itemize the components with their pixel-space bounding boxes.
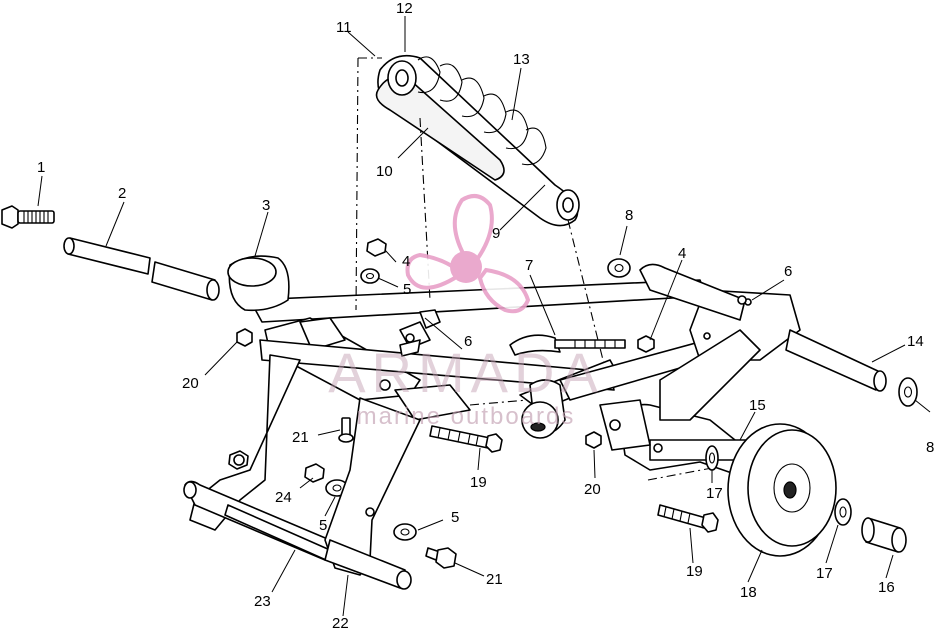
callout-10: 10 bbox=[376, 163, 393, 180]
callout-4-right: 4 bbox=[678, 245, 686, 262]
callout-16: 16 bbox=[878, 579, 895, 596]
lower-arms bbox=[183, 354, 421, 590]
part-19-bolts bbox=[429, 425, 719, 533]
callout-17-right: 17 bbox=[816, 565, 833, 582]
upper-cross-shaft bbox=[249, 279, 707, 323]
callout-21-bottom: 21 bbox=[486, 571, 503, 588]
part-6-screw-right bbox=[737, 295, 747, 305]
shock-absorber bbox=[375, 54, 580, 227]
part-18-wheel bbox=[727, 423, 837, 557]
part-7-hook bbox=[509, 334, 626, 356]
callout-23: 23 bbox=[254, 593, 271, 610]
callout-8-top: 8 bbox=[625, 207, 633, 224]
part-21-bolts bbox=[338, 417, 457, 569]
callout-20-left: 20 bbox=[182, 375, 199, 392]
watermark-brand: ARMADA bbox=[328, 341, 604, 404]
callout-1: 1 bbox=[37, 159, 45, 176]
callout-9: 9 bbox=[492, 225, 500, 242]
nuts bbox=[228, 238, 655, 483]
callout-22: 22 bbox=[332, 615, 349, 629]
callout-6-right: 6 bbox=[784, 263, 792, 280]
callout-13: 13 bbox=[513, 51, 530, 68]
callout-6-center: 6 bbox=[464, 333, 472, 350]
callout-15: 15 bbox=[749, 397, 766, 414]
callout-14: 14 bbox=[907, 333, 924, 350]
callout-5-mid: 5 bbox=[451, 509, 459, 526]
part-16-spacer bbox=[861, 517, 907, 553]
callout-4-top: 4 bbox=[402, 253, 410, 270]
callout-18: 18 bbox=[740, 584, 757, 601]
callout-8-right: 8 bbox=[926, 439, 934, 456]
callout-numbers: 1 2 3 4 4 5 5 5 5 6 6 7 8 8 9 10 11 12 1… bbox=[37, 0, 934, 629]
part-1-bolt bbox=[1, 205, 55, 229]
callout-2: 2 bbox=[118, 185, 126, 202]
callout-17-left: 17 bbox=[706, 485, 723, 502]
callout-3: 3 bbox=[262, 197, 270, 214]
callout-7: 7 bbox=[525, 257, 533, 274]
callout-11: 11 bbox=[336, 19, 352, 36]
callout-5-top: 5 bbox=[403, 281, 411, 298]
callout-21-top: 21 bbox=[292, 429, 309, 446]
washers bbox=[325, 258, 918, 541]
callout-5-left: 5 bbox=[319, 517, 327, 534]
callout-20-right: 20 bbox=[584, 481, 601, 498]
part-2-tubes bbox=[63, 237, 220, 301]
part-6-screw-center bbox=[399, 309, 441, 357]
watermark-tagline: marine outboards bbox=[357, 403, 576, 430]
rear-arm bbox=[599, 329, 761, 481]
callout-12: 12 bbox=[396, 0, 413, 17]
part-3-sleeve bbox=[227, 255, 290, 312]
watermark: ARMADA marine outboards bbox=[328, 194, 604, 430]
callout-19-center: 19 bbox=[470, 474, 487, 491]
callout-leaders bbox=[37, 16, 931, 617]
callout-19-right: 19 bbox=[686, 563, 703, 580]
callout-24: 24 bbox=[275, 489, 292, 506]
